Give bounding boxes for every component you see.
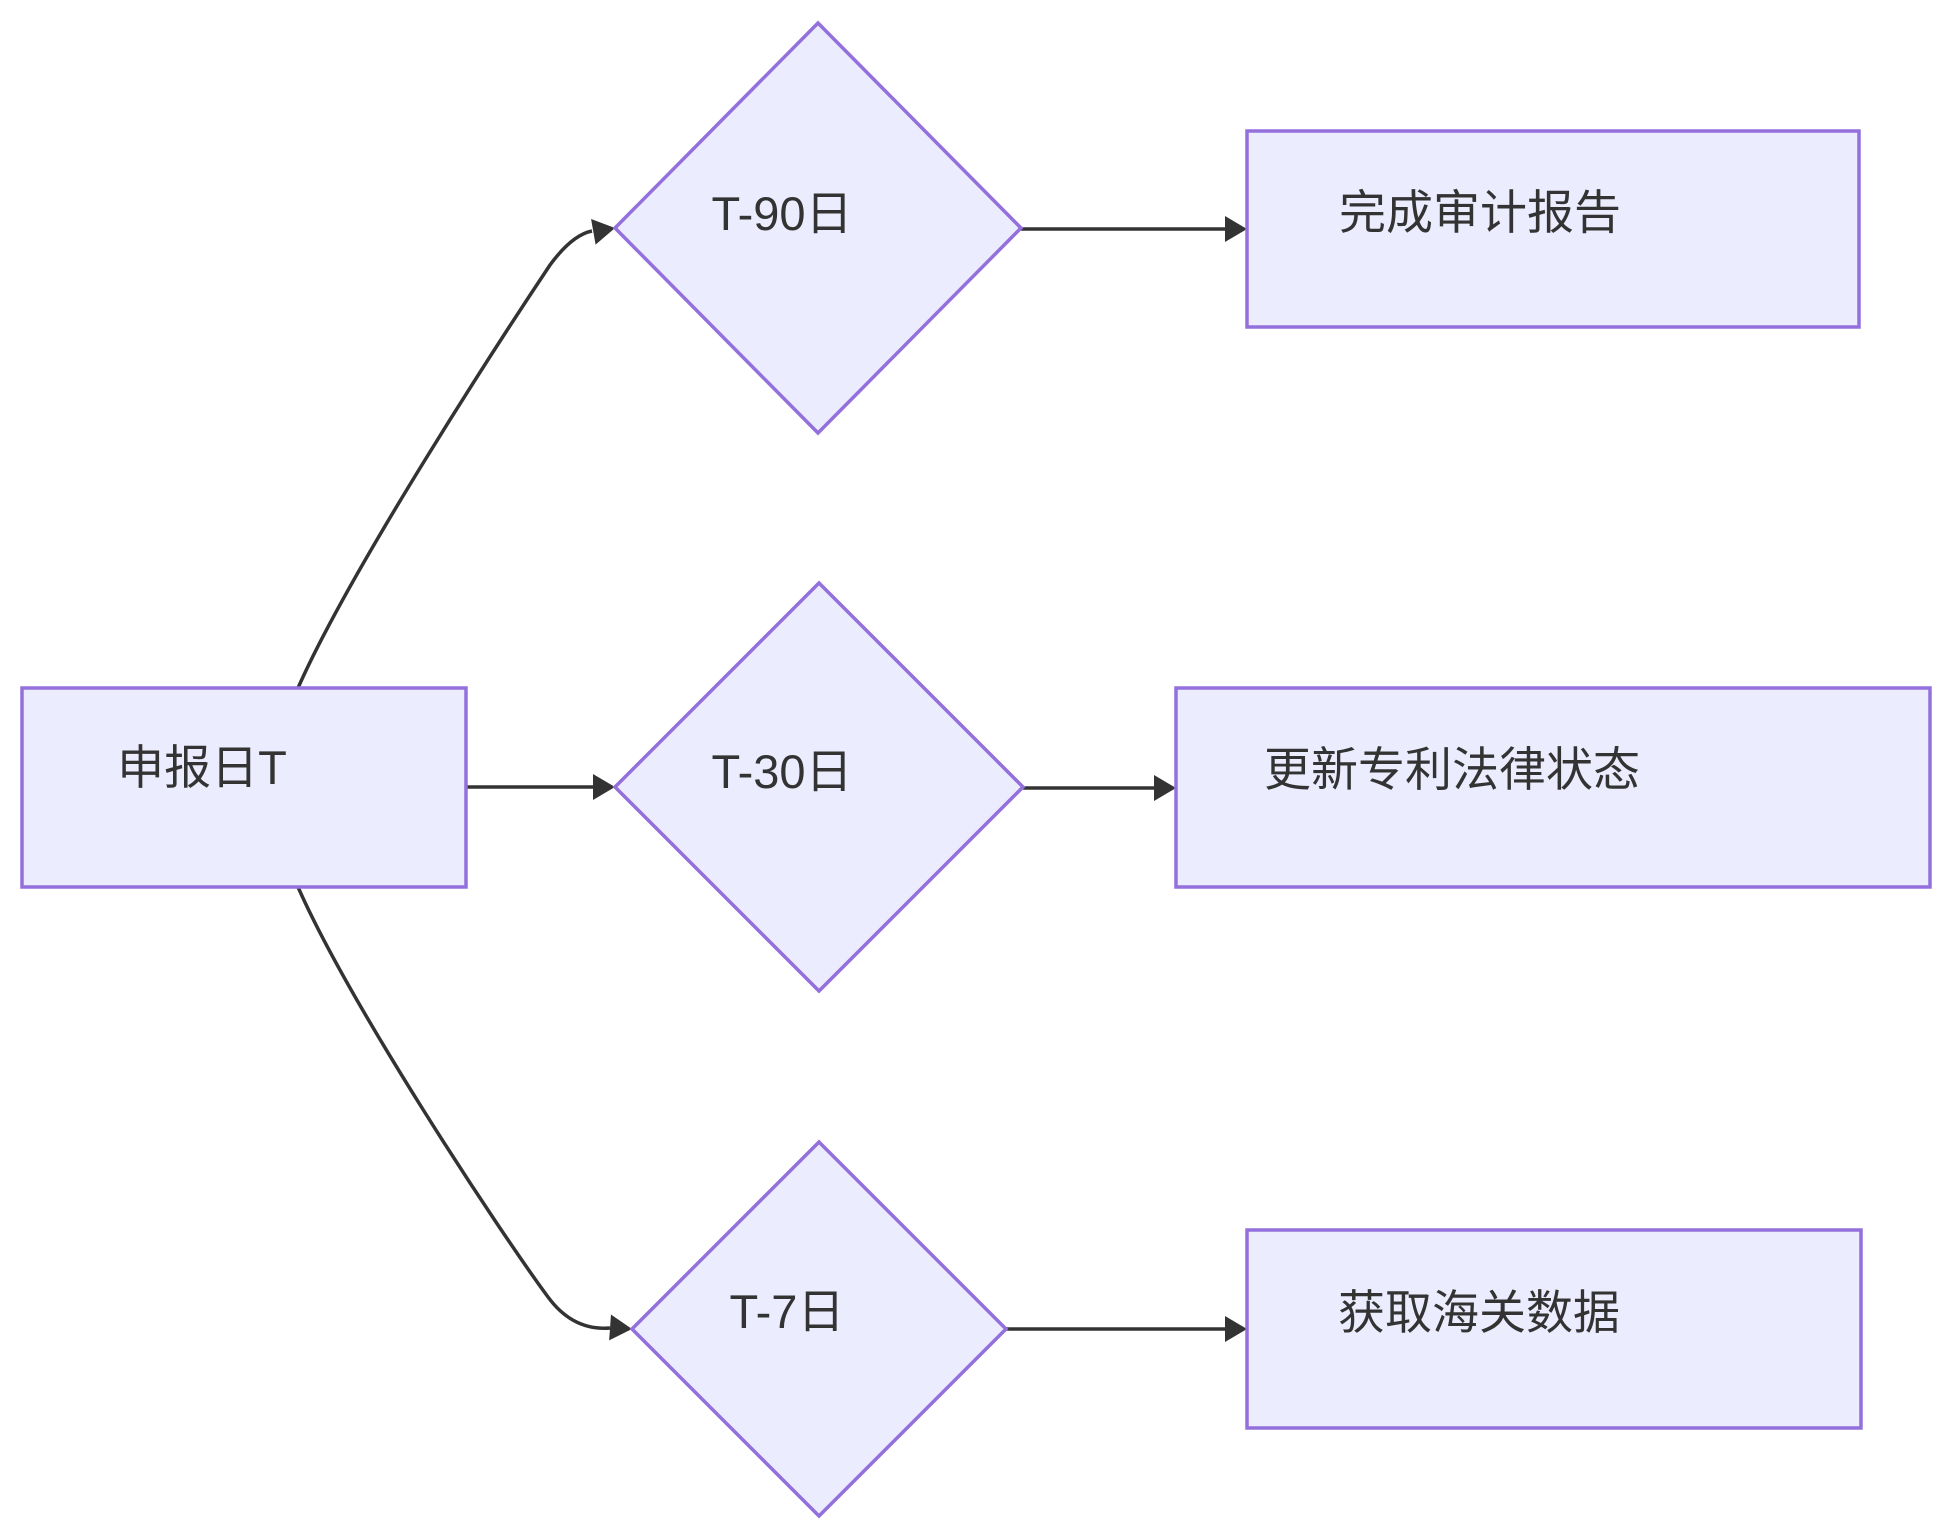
node-label: 更新专利法律状态 bbox=[1264, 743, 1640, 796]
arrowhead-t7 bbox=[609, 1314, 632, 1341]
rect-shape bbox=[20, 686, 468, 889]
rect-shape bbox=[1174, 686, 1932, 889]
rect-shape bbox=[1245, 1228, 1863, 1430]
node-label: 申报日T bbox=[117, 741, 287, 794]
arrowhead-t90 bbox=[591, 219, 615, 245]
edge-declaration-to-t7 bbox=[296, 886, 611, 1330]
rect-shape bbox=[1245, 129, 1861, 329]
diamond-shape bbox=[612, 20, 1024, 436]
node-label: T-90日 bbox=[711, 187, 852, 240]
node-update-patent-status: 更新专利法律状态 bbox=[1174, 686, 1932, 889]
node-t-minus-30: T-30日 bbox=[612, 580, 1026, 994]
node-complete-audit-report: 完成审计报告 bbox=[1245, 129, 1861, 329]
node-label: T-30日 bbox=[711, 745, 852, 798]
edge-declaration-to-t90 bbox=[296, 229, 593, 689]
node-label: T-7日 bbox=[730, 1285, 845, 1338]
diamond-shape bbox=[629, 1139, 1009, 1519]
arrowhead-t30 bbox=[593, 774, 615, 800]
node-get-customs-data: 获取海关数据 bbox=[1245, 1228, 1863, 1430]
node-t-minus-90: T-90日 bbox=[612, 20, 1024, 436]
node-declaration-date: 申报日T bbox=[20, 686, 468, 889]
edge-group bbox=[296, 216, 1247, 1342]
node-label: 获取海关数据 bbox=[1338, 1286, 1620, 1339]
node-label: 完成审计报告 bbox=[1339, 186, 1621, 239]
node-t-minus-7: T-7日 bbox=[629, 1139, 1009, 1519]
arrowhead-customs bbox=[1225, 1316, 1247, 1342]
diamond-shape bbox=[612, 580, 1026, 994]
arrowhead-patent bbox=[1154, 775, 1176, 801]
arrowhead-audit bbox=[1225, 216, 1247, 242]
